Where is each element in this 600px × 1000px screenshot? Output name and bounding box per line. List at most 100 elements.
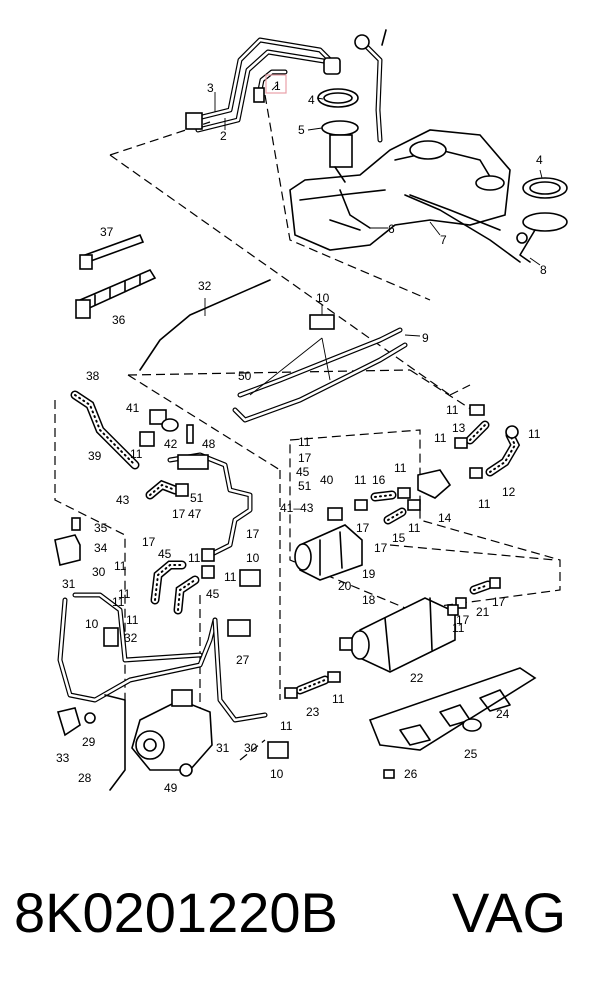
highlight-box: [265, 74, 287, 94]
callout-11: 11: [280, 719, 293, 733]
callout-16: 16: [372, 473, 386, 487]
callout-17: 17: [456, 613, 470, 627]
callout-labels: 1 2 3 4 4 5 6 7 8 9 10 10 10 10 11 11 11…: [56, 79, 547, 795]
callout-20: 20: [338, 579, 352, 593]
callout-23: 23: [306, 705, 320, 719]
callout-18: 18: [362, 593, 376, 607]
callout-28: 28: [78, 771, 92, 785]
callout-45: 45: [296, 465, 310, 479]
callout-42: 42: [164, 437, 178, 451]
callout-17: 17: [492, 595, 506, 609]
callout-8: 8: [540, 263, 547, 277]
callout-33: 33: [56, 751, 70, 765]
callout-27: 27: [236, 653, 250, 667]
callout-39: 39: [88, 449, 102, 463]
callout-6: 6: [388, 222, 395, 236]
dashed-boundaries: [54, 94, 561, 761]
callout-51-mid: 51: [190, 491, 204, 505]
bracket-34: [54, 517, 81, 566]
callout-11: 11: [126, 613, 139, 627]
callout-10-mid: 10: [246, 551, 260, 565]
callout-25: 25: [464, 747, 478, 761]
callout-34: 34: [94, 541, 108, 555]
callout-11: 11: [118, 587, 131, 601]
callout-4: 4: [308, 93, 315, 107]
callout-11: 11: [528, 427, 541, 441]
return-line-32: [139, 279, 271, 371]
callout-11: 11: [114, 559, 127, 573]
callout-47: 47: [188, 507, 202, 521]
fuel-lines-9-50: [232, 314, 408, 423]
callout-11: 11: [478, 497, 491, 511]
callout-32: 32: [198, 279, 212, 293]
callout-17: 17: [298, 451, 312, 465]
part-number: 8K0201220B: [14, 881, 338, 944]
callout-19: 19: [362, 567, 376, 581]
hose-23: [284, 671, 341, 699]
right-tank-ring-and-sender: [516, 177, 568, 263]
callout-35: 35: [94, 521, 108, 535]
callout-26: 26: [404, 767, 418, 781]
callout-11: 11: [332, 692, 345, 706]
filler-neck: [354, 29, 387, 143]
callout-11: 11: [394, 461, 407, 475]
callout-48: 48: [202, 437, 216, 451]
callout-4-right: 4: [536, 153, 543, 167]
callout-3: 3: [207, 81, 214, 95]
callout-11: 11: [446, 403, 459, 417]
callout-11: 11: [408, 521, 421, 535]
callout-5: 5: [298, 123, 305, 137]
callout-43: 43: [116, 493, 130, 507]
callout-37: 37: [100, 225, 114, 239]
callout-17: 17: [246, 527, 260, 541]
callout-11: 11: [224, 570, 237, 584]
filter-connectors: [354, 404, 521, 525]
leader-lines: [204, 83, 543, 396]
callout-11: 11: [354, 473, 367, 487]
callout-11: 11: [434, 431, 447, 445]
callout-21: 21: [476, 605, 490, 619]
callout-22: 22: [410, 671, 424, 685]
callout-9: 9: [422, 331, 429, 345]
hose-39: [70, 390, 140, 470]
tank-lines: [339, 189, 521, 263]
callout-36: 36: [112, 313, 126, 327]
callout-45-low: 45: [206, 587, 220, 601]
top-fuel-lines: [185, 37, 341, 133]
callout-13: 13: [452, 421, 466, 435]
callout-41: 41: [126, 401, 140, 415]
hoses-43-45: [145, 452, 253, 615]
callout-15: 15: [392, 531, 406, 545]
callout-11: 11: [188, 551, 201, 565]
fuel-preheater: [294, 507, 363, 581]
callout-17: 17: [356, 521, 370, 535]
callout-41-43: 41–43: [280, 501, 314, 515]
high-pressure-pump-49: [131, 689, 213, 777]
callout-10-left: 10: [85, 617, 99, 631]
callout-11: 11: [112, 595, 125, 609]
callout-30: 30: [92, 565, 106, 579]
callout-11: 11: [452, 621, 465, 635]
filter-bracket-24: [368, 667, 537, 779]
callout-1: 1: [274, 79, 281, 93]
callout-40: 40: [320, 473, 334, 487]
callout-11: 11: [130, 447, 143, 461]
callout-45-mid: 45: [158, 547, 172, 561]
callout-50: 50: [238, 369, 252, 383]
cable-straps: [75, 233, 157, 319]
callout-11: 11: [298, 435, 311, 449]
left-pipes: [57, 592, 268, 723]
callout-38: 38: [86, 369, 100, 383]
tank-ring-and-sender: [317, 88, 359, 183]
brand-name: VAG: [452, 881, 567, 944]
callout-29: 29: [82, 735, 96, 749]
callout-17: 17: [142, 535, 156, 549]
callout-32-lower: 32: [124, 631, 138, 645]
fuel-tank: [289, 129, 511, 251]
callout-17: 17: [172, 507, 186, 521]
fuel-system-exploded-diagram: 1 2 3 4 4 5 6 7 8 9 10 10 10 10 11 11 11…: [54, 29, 568, 795]
callout-2: 2: [220, 129, 227, 143]
callout-30-bottom: 30: [244, 741, 258, 755]
callout-31: 31: [62, 577, 76, 591]
callout-10-bottom: 10: [270, 767, 284, 781]
